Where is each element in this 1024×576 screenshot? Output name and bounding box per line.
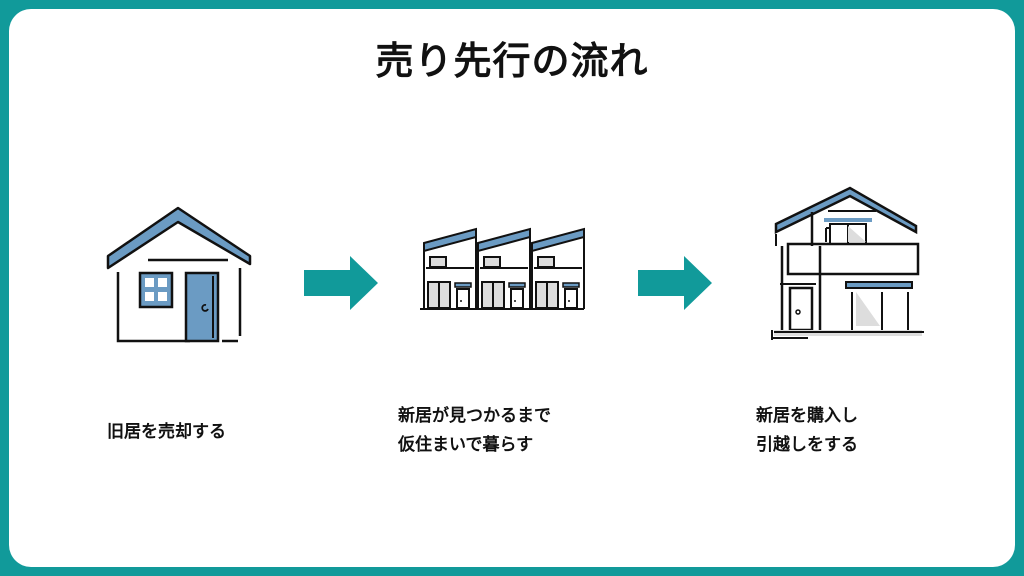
two-story-house-icon [771, 186, 924, 340]
step-3-line-2: 引越しをする [756, 435, 858, 455]
arrow-right-icon [304, 256, 378, 310]
arrow-right-icon [638, 256, 712, 310]
house-icon [106, 206, 252, 343]
step-1-label: 旧居を売却する [107, 418, 226, 447]
step-2-line-2: 仮住まいで暮らす [398, 435, 534, 455]
diagram-title: 売り先行の流れ [375, 39, 649, 83]
step-2-line-1: 新居が見つかるまで [398, 406, 551, 426]
step-2-label: 新居が見つかるまで 仮住まいで暮らす [398, 402, 551, 460]
step-3-line-1: 新居を購入し [756, 406, 858, 426]
step-3-label: 新居を購入し 引越しをする [756, 402, 858, 460]
step-1-line-1: 旧居を売却する [107, 422, 226, 442]
row-houses-icon [420, 227, 585, 310]
